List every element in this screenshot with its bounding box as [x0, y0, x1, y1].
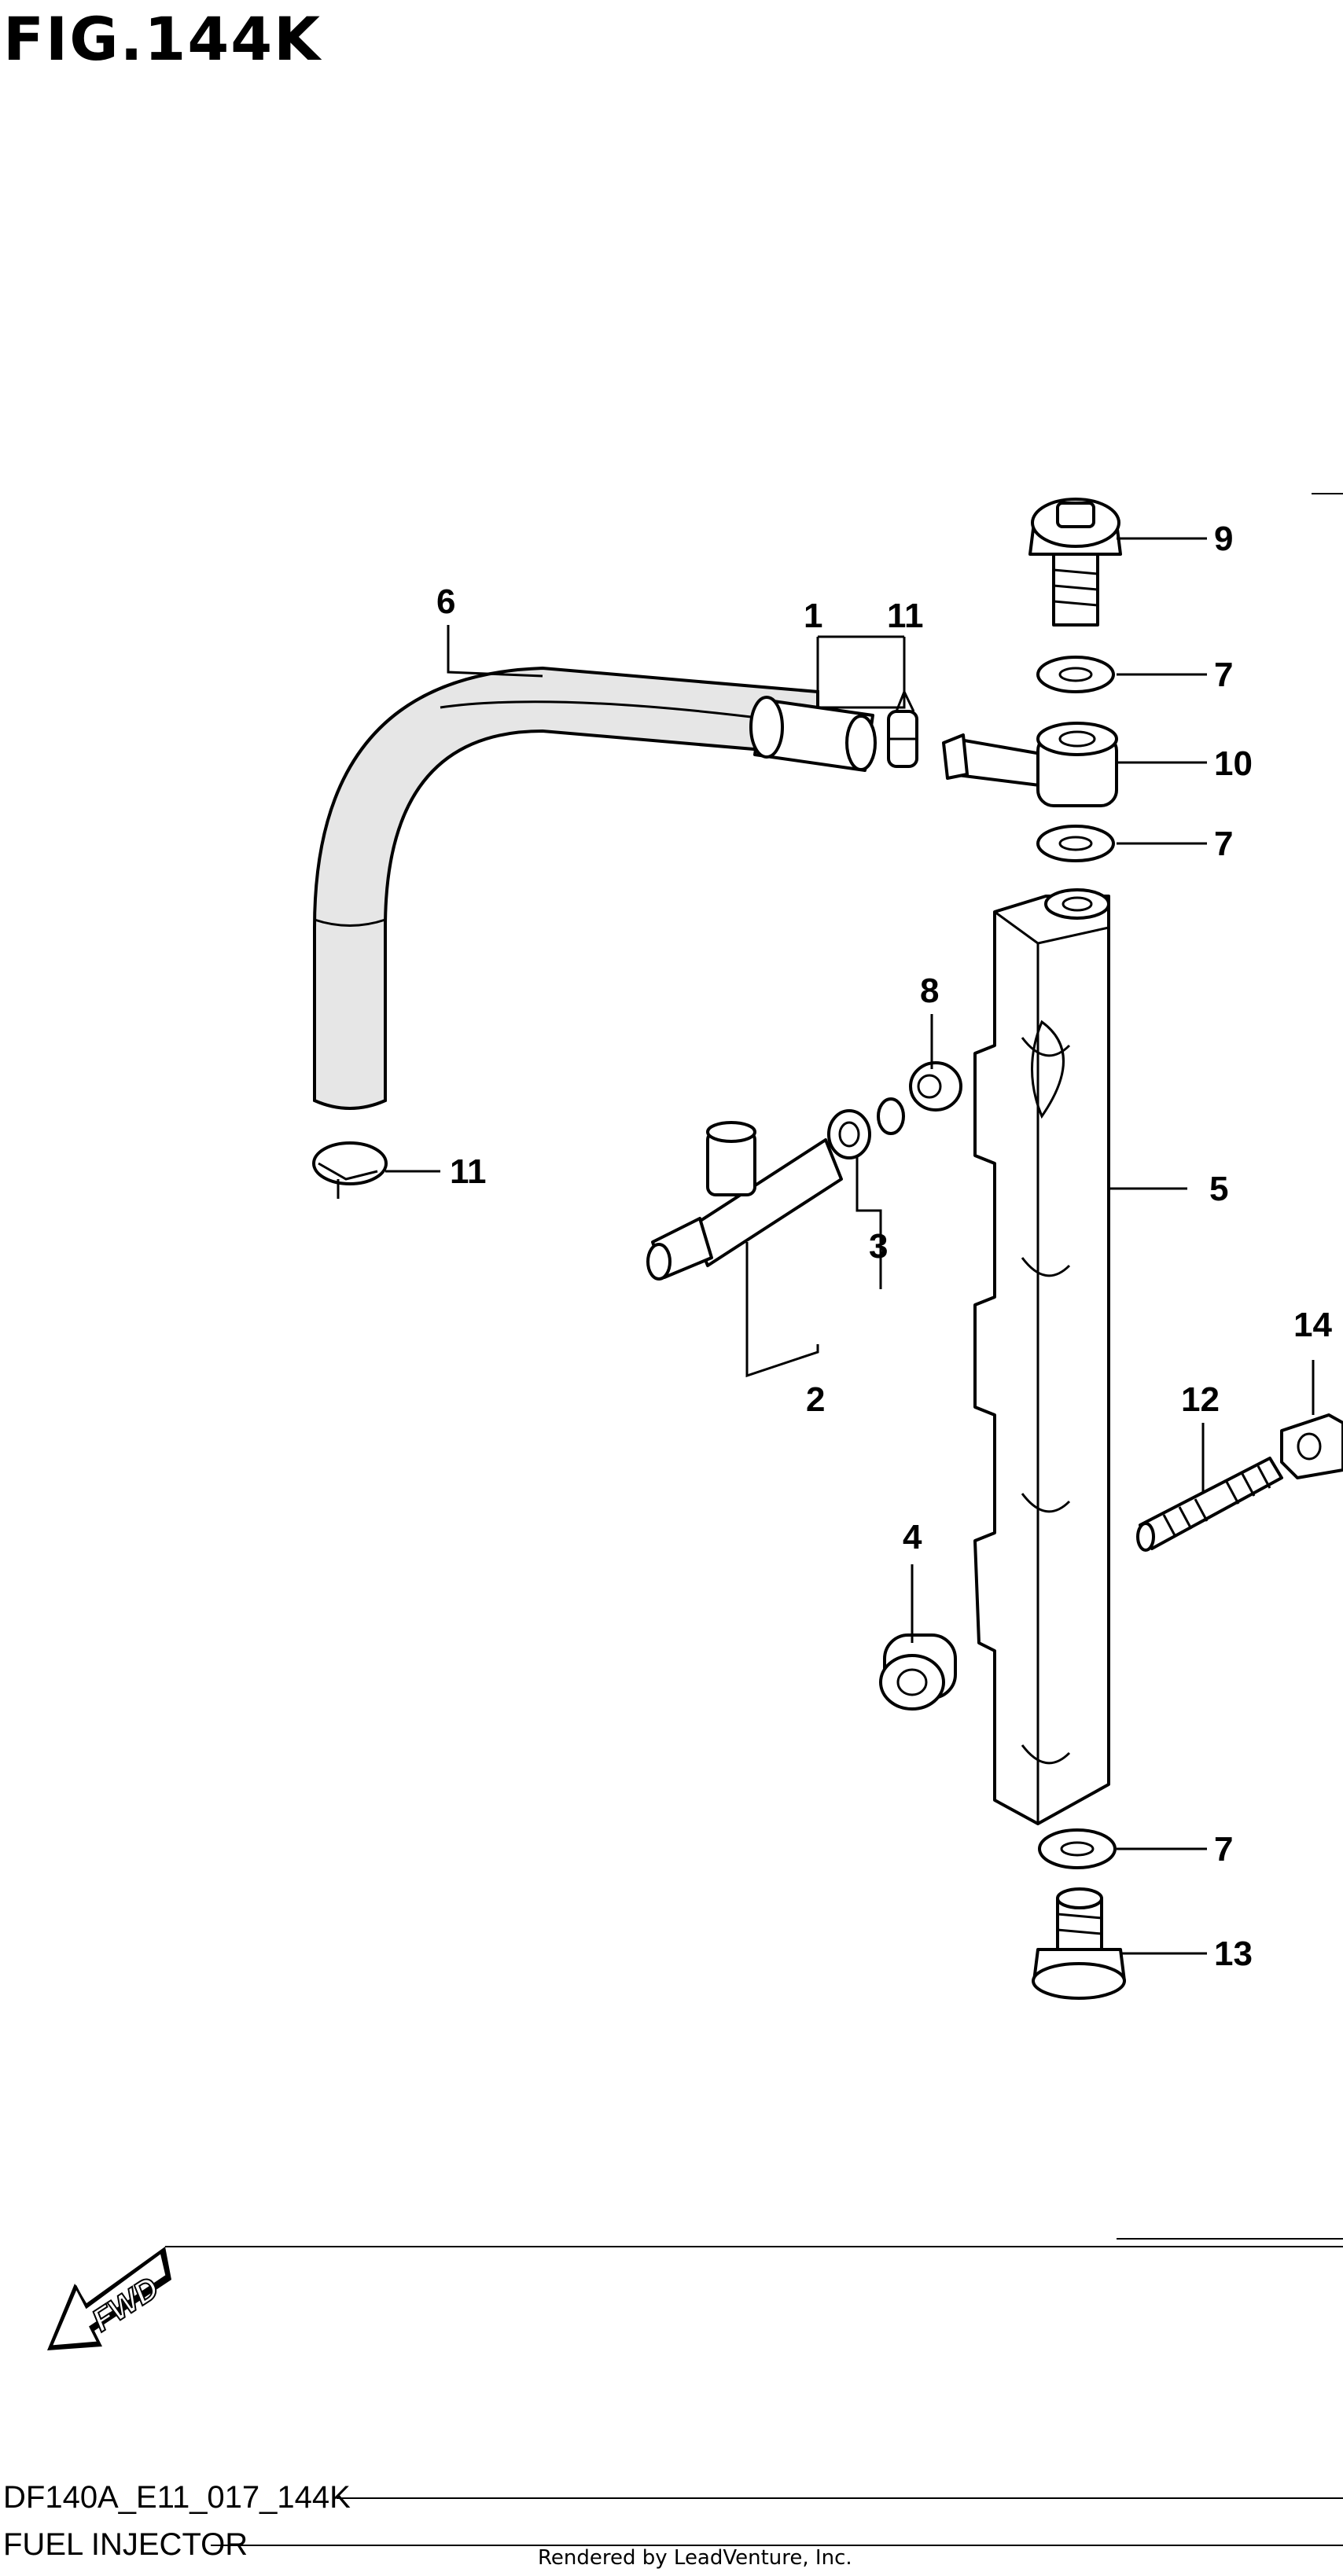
callout-13: 13 [1214, 1935, 1253, 1973]
hose-clip-part-11-lower [312, 1141, 388, 1199]
fuel-rail-part-5 [973, 888, 1110, 1825]
union-part-10 [942, 722, 1118, 807]
callout-11a: 11 [887, 597, 924, 635]
callout-7a: 7 [1214, 656, 1233, 694]
background-rules [165, 493, 1343, 2247]
callout-8: 8 [920, 972, 939, 1010]
callout-7c: 7 [1214, 1830, 1233, 1869]
callout-11b: 11 [450, 1152, 487, 1191]
figure-title: FIG.144K [3, 4, 322, 74]
callout-12: 12 [1181, 1380, 1220, 1419]
spacer-part-4 [879, 1633, 957, 1711]
callout-5: 5 [1209, 1170, 1228, 1208]
callout-14: 14 [1293, 1306, 1332, 1344]
callout-10: 10 [1214, 744, 1253, 783]
washer-part-7-a [1036, 656, 1115, 693]
callout-9: 9 [1214, 520, 1233, 558]
forward-direction-arrow: FWD [47, 2247, 171, 2350]
model-code: DF140A_E11_017_144K [3, 2480, 351, 2515]
bolt-part-13 [1032, 1887, 1126, 2000]
nut-part-14 [1280, 1413, 1343, 1479]
o-ring-part-3 [827, 1097, 905, 1159]
fuel-hose-part-6 [313, 666, 819, 1110]
stud-bolt-part-12 [1136, 1457, 1283, 1552]
callout-7b: 7 [1214, 825, 1233, 863]
callout-6: 6 [436, 582, 455, 621]
hose-connector-part-1 [749, 696, 877, 772]
banjo-bolt-part-9 [1028, 498, 1122, 627]
callout-2: 2 [806, 1380, 825, 1419]
leader-lines [385, 537, 1315, 1955]
washer-part-7-b [1036, 825, 1115, 862]
section-name: FUEL INJECTOR [3, 2527, 248, 2562]
seal-part-8 [909, 1061, 962, 1112]
callout-4: 4 [903, 1518, 922, 1556]
callout-1: 1 [804, 597, 822, 635]
hose-clip-part-11-upper [887, 689, 918, 768]
washer-part-7-c [1038, 1828, 1117, 1869]
callout-3: 3 [869, 1227, 888, 1266]
fuel-injector-part-2 [646, 1121, 843, 1281]
credit-text: Rendered by LeadVenture, Inc. [538, 2546, 852, 2570]
